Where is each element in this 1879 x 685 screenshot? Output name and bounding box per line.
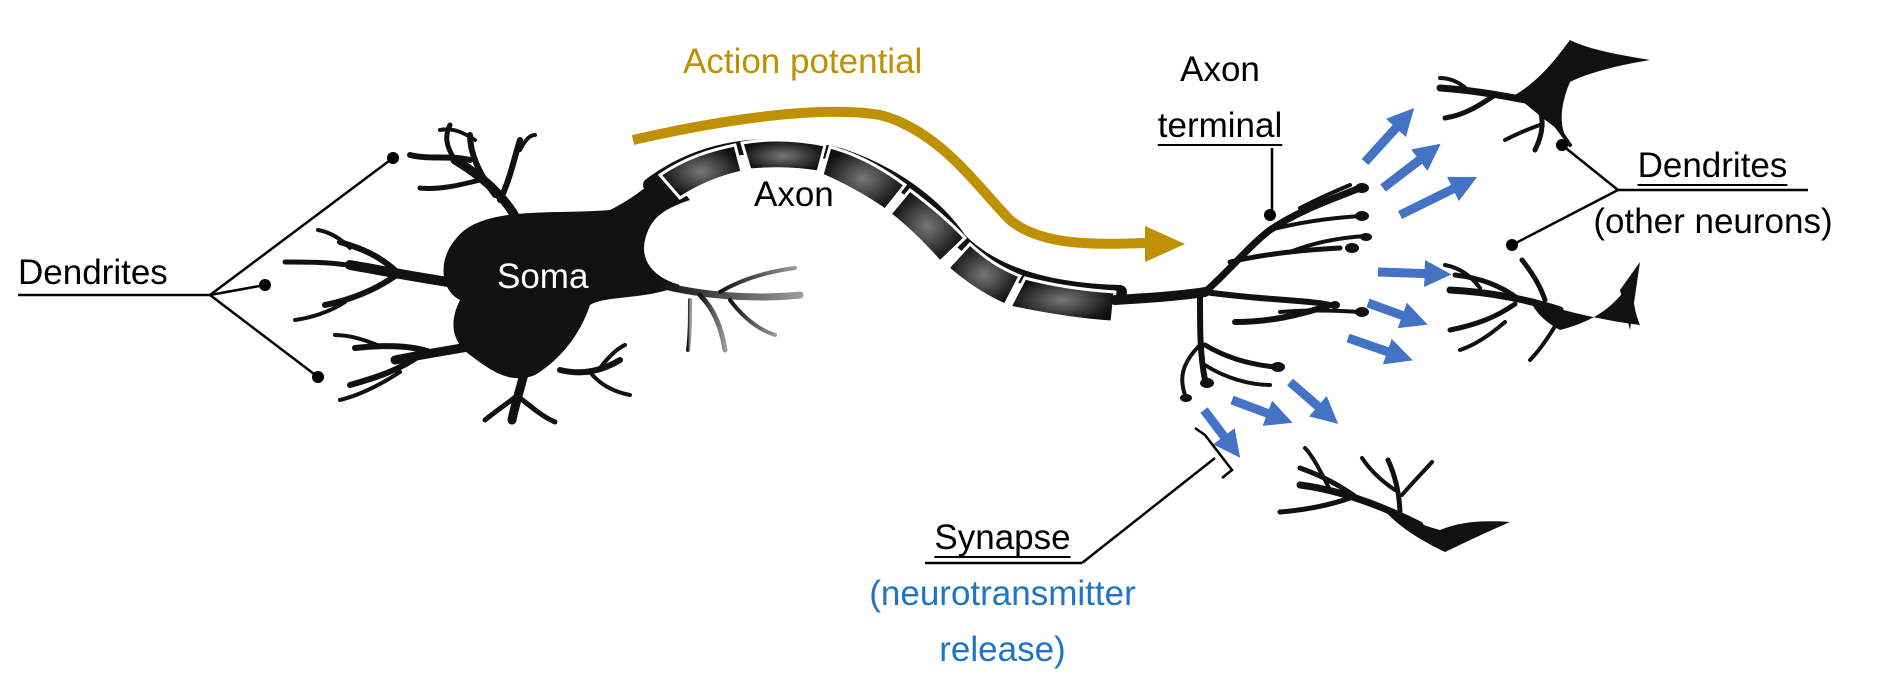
- label-dendrites-right-line1: Dendrites: [1637, 146, 1788, 185]
- label-neurotransmitter-line1: (neurotransmitter: [869, 574, 1136, 613]
- soma-body: [443, 172, 690, 379]
- label-neurotransmitter-line2: release): [939, 630, 1066, 669]
- label-soma: Soma: [497, 257, 589, 296]
- other-neuron-bottom: [1277, 446, 1510, 552]
- leader-dot: [1506, 239, 1518, 251]
- other-neuron-top: [1436, 40, 1650, 153]
- label-axon-terminal-line1: Axon: [1180, 50, 1260, 89]
- leader-lines: [18, 144, 1808, 565]
- other-neuron-middle: [1443, 257, 1640, 362]
- axon-terminal-branches: [1110, 183, 1367, 397]
- dendrite-lower: [333, 333, 632, 425]
- neurotransmitter-arrows: [1200, 108, 1478, 458]
- dendrite-middle: [282, 228, 475, 322]
- leader-dots: [259, 139, 1568, 383]
- axon: [643, 138, 1127, 324]
- dendrite-upper: [407, 122, 537, 230]
- leader-dot: [312, 371, 324, 383]
- dendrite-right-fade: [656, 266, 804, 353]
- leader-dot: [387, 152, 399, 164]
- label-action-potential: Action potential: [683, 42, 923, 81]
- label-dendrites-left: Dendrites: [18, 253, 168, 292]
- label-dendrites-right-line2: (other neurons): [1593, 202, 1833, 241]
- label-synapse: Synapse: [934, 518, 1071, 557]
- soma-neuron: [282, 122, 804, 425]
- leader-dot: [1264, 209, 1276, 221]
- action-potential-arrow: [631, 106, 1185, 262]
- myelin-segments: [657, 138, 1117, 324]
- terminal-buttons: [1180, 183, 1372, 402]
- leader-dot: [1556, 139, 1568, 151]
- label-axon: Axon: [754, 175, 834, 214]
- leader-dot: [259, 279, 271, 291]
- label-axon-terminal-line2: terminal: [1157, 106, 1283, 145]
